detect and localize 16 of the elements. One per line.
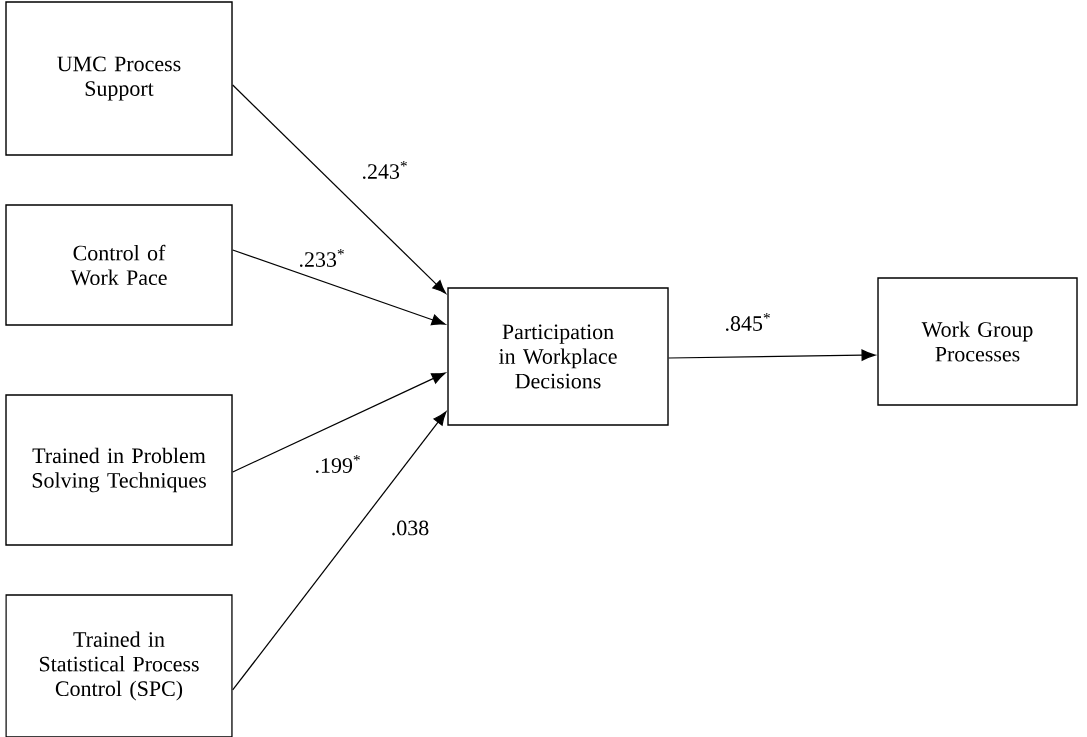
coefficient-label: .845$^{*}$ xyxy=(725,313,770,331)
coefficient-label: .038 xyxy=(392,520,429,536)
arrow xyxy=(232,249,446,326)
coefficient-label: .243$^{*}$ xyxy=(362,161,407,179)
coefficient-label: .233$^{*}$ xyxy=(299,249,344,267)
variable-box: Work Group Processes xyxy=(877,277,1078,406)
variable-box: Participation in Workplace Decisions xyxy=(447,287,669,426)
coefficient-label: .199$^{*}$ xyxy=(315,455,360,473)
variable-box: UMC Process Support xyxy=(5,1,233,156)
variable-box: Control of Work Pace xyxy=(5,204,233,326)
arrow xyxy=(232,84,447,294)
arrow xyxy=(232,411,447,691)
variable-box: Trained in Problem Solving Techniques xyxy=(5,394,233,546)
arrow xyxy=(668,349,876,361)
arrow xyxy=(232,372,446,473)
variable-box: Trained in Statistical Process Control (SPC) xyxy=(5,594,233,737)
